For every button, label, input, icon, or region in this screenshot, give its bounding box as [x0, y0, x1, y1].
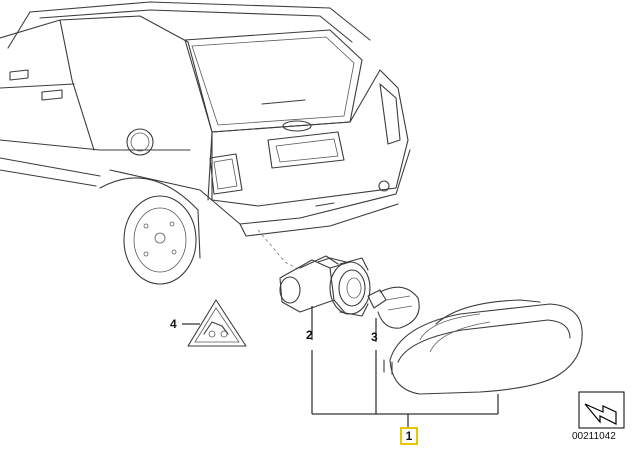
callout-1: 1 — [400, 427, 418, 445]
callout-4: 4 — [170, 317, 177, 331]
leader-lines — [182, 306, 499, 427]
part-4-warning-label-illustration — [187, 299, 247, 347]
car-body-illustration — [0, 1, 411, 285]
part-2-socket-illustration — [279, 255, 371, 317]
callout-2: 2 — [306, 328, 313, 342]
side-marker-lamp-illustration — [383, 299, 583, 395]
reference-number: 00211042 — [572, 431, 616, 442]
callout-3: 3 — [371, 330, 378, 344]
part-3-bulb-illustration — [367, 286, 420, 329]
assembly-lead-line — [257, 229, 301, 271]
reference-arrow-icon — [578, 391, 625, 429]
